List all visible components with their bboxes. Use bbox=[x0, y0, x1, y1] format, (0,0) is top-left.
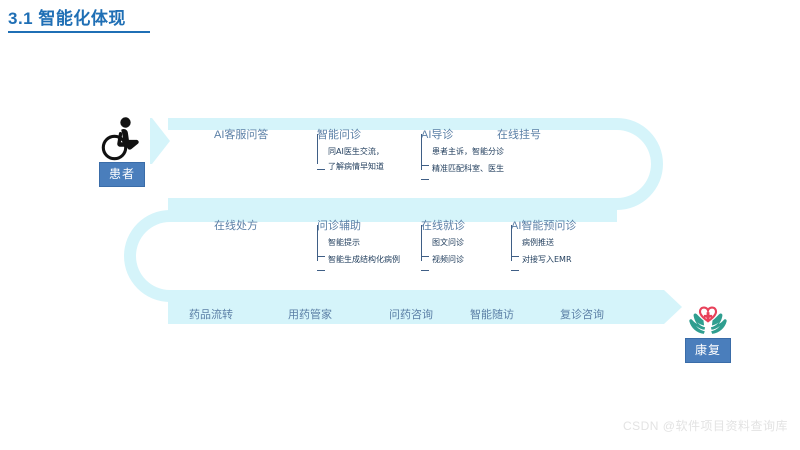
detail-item-list: 病例推送 对接写入EMR bbox=[520, 238, 572, 266]
stage-label: 问诊辅助 bbox=[317, 220, 361, 232]
endpoint-start-badge: 患者 bbox=[98, 162, 145, 187]
stage-row1-0[interactable]: AI客服问答 bbox=[214, 130, 268, 141]
detail-item: 图文问诊 bbox=[432, 238, 464, 247]
stage-label: 智能问诊 bbox=[317, 129, 361, 141]
detail-bracket bbox=[317, 134, 326, 173]
stage-label: 问药咨询 bbox=[389, 309, 433, 321]
stage-label: AI智能预问诊 bbox=[511, 220, 577, 232]
detail-item: 了解病情早知道 bbox=[328, 161, 384, 171]
page-title: 3.1 智能化体现 bbox=[8, 9, 126, 28]
ribbon-row3-segment bbox=[168, 290, 664, 324]
stage-details: 患者主诉，智能分诊 精准匹配科室、医生 bbox=[421, 134, 504, 180]
stage-label: AI客服问答 bbox=[214, 129, 269, 141]
stage-row3-4[interactable]: 复诊咨询 bbox=[560, 310, 604, 321]
stage-details: 同AI医生交流， 了解病情早知道 bbox=[317, 134, 384, 173]
detail-item-list: 图文问诊 视频问诊 bbox=[430, 238, 464, 266]
detail-item: 病例推送 bbox=[522, 238, 554, 247]
stage-row3-3[interactable]: 智能随访 bbox=[470, 310, 514, 321]
detail-bracket bbox=[421, 134, 430, 180]
watermark-text: CSDN @软件项目资料查询库 bbox=[622, 419, 788, 433]
detail-bracket bbox=[317, 225, 326, 271]
stage-row1-1[interactable]: 智能问诊 同AI医生交流， 了解病情早知道 bbox=[317, 129, 384, 171]
detail-item: 智能提示 bbox=[328, 238, 360, 247]
detail-item: 对接写入EMR bbox=[522, 254, 572, 264]
detail-bracket bbox=[511, 225, 520, 271]
stage-row2-2[interactable]: 在线就诊 图文问诊 视频问诊 bbox=[421, 220, 465, 271]
detail-item-list: 患者主诉，智能分诊 精准匹配科室、医生 bbox=[430, 147, 504, 175]
ribbon-end-arrow bbox=[664, 290, 682, 324]
stage-row1-3[interactable]: 在线挂号 bbox=[497, 130, 541, 141]
stage-row3-1[interactable]: 用药管家 bbox=[288, 310, 332, 321]
stage-row2-0[interactable]: 在线处方 bbox=[214, 221, 258, 232]
detail-item: 视频问诊 bbox=[432, 254, 464, 264]
ribbon-row2-top-edge bbox=[168, 210, 617, 222]
detail-item: 患者主诉，智能分诊 bbox=[432, 147, 504, 156]
detail-item: 智能生成结构化病例 bbox=[328, 254, 400, 264]
stage-label: 用药管家 bbox=[288, 309, 332, 321]
title-underline bbox=[8, 31, 150, 33]
endpoint-end: 康复 bbox=[682, 288, 734, 363]
stage-label: 药品流转 bbox=[189, 309, 233, 321]
stage-label: AI导诊 bbox=[421, 129, 454, 141]
detail-item-list: 同AI医生交流， 了解病情早知道 bbox=[326, 147, 384, 173]
hands-holding-heart-icon bbox=[682, 288, 734, 338]
detail-item: 精准匹配科室、医生 bbox=[432, 163, 504, 173]
stage-details: 智能提示 智能生成结构化病例 bbox=[317, 225, 400, 271]
stage-label: 在线处方 bbox=[214, 220, 258, 232]
stage-details: 图文问诊 视频问诊 bbox=[421, 225, 464, 271]
endpoint-end-badge: 康复 bbox=[684, 338, 731, 363]
stage-row3-2[interactable]: 问药咨询 bbox=[389, 310, 433, 321]
detail-bracket bbox=[421, 225, 430, 271]
ribbon-row1-segment bbox=[168, 118, 663, 210]
endpoint-start: 患者 bbox=[96, 112, 148, 187]
stage-row3-0[interactable]: 药品流转 bbox=[189, 310, 233, 321]
stage-details: 病例推送 对接写入EMR bbox=[511, 225, 572, 271]
stage-label: 在线挂号 bbox=[497, 129, 541, 141]
stage-label: 智能随访 bbox=[470, 309, 514, 321]
ribbon-start-notch bbox=[150, 118, 170, 164]
detail-item-list: 智能提示 智能生成结构化病例 bbox=[326, 238, 400, 266]
stage-row2-1[interactable]: 问诊辅助 智能提示 智能生成结构化病例 bbox=[317, 220, 400, 271]
detail-item: 同AI医生交流， bbox=[328, 147, 384, 156]
stage-label: 复诊咨询 bbox=[560, 309, 604, 321]
stage-row1-2[interactable]: AI导诊 患者主诉，智能分诊 精准匹配科室、医生 bbox=[421, 129, 504, 180]
page-title-block: 3.1 智能化体现 bbox=[8, 10, 150, 33]
stage-label: 在线就诊 bbox=[421, 220, 465, 232]
wheelchair-accessible-icon bbox=[96, 112, 148, 162]
stage-row2-3[interactable]: AI智能预问诊 病例推送 对接写入EMR bbox=[511, 220, 577, 271]
